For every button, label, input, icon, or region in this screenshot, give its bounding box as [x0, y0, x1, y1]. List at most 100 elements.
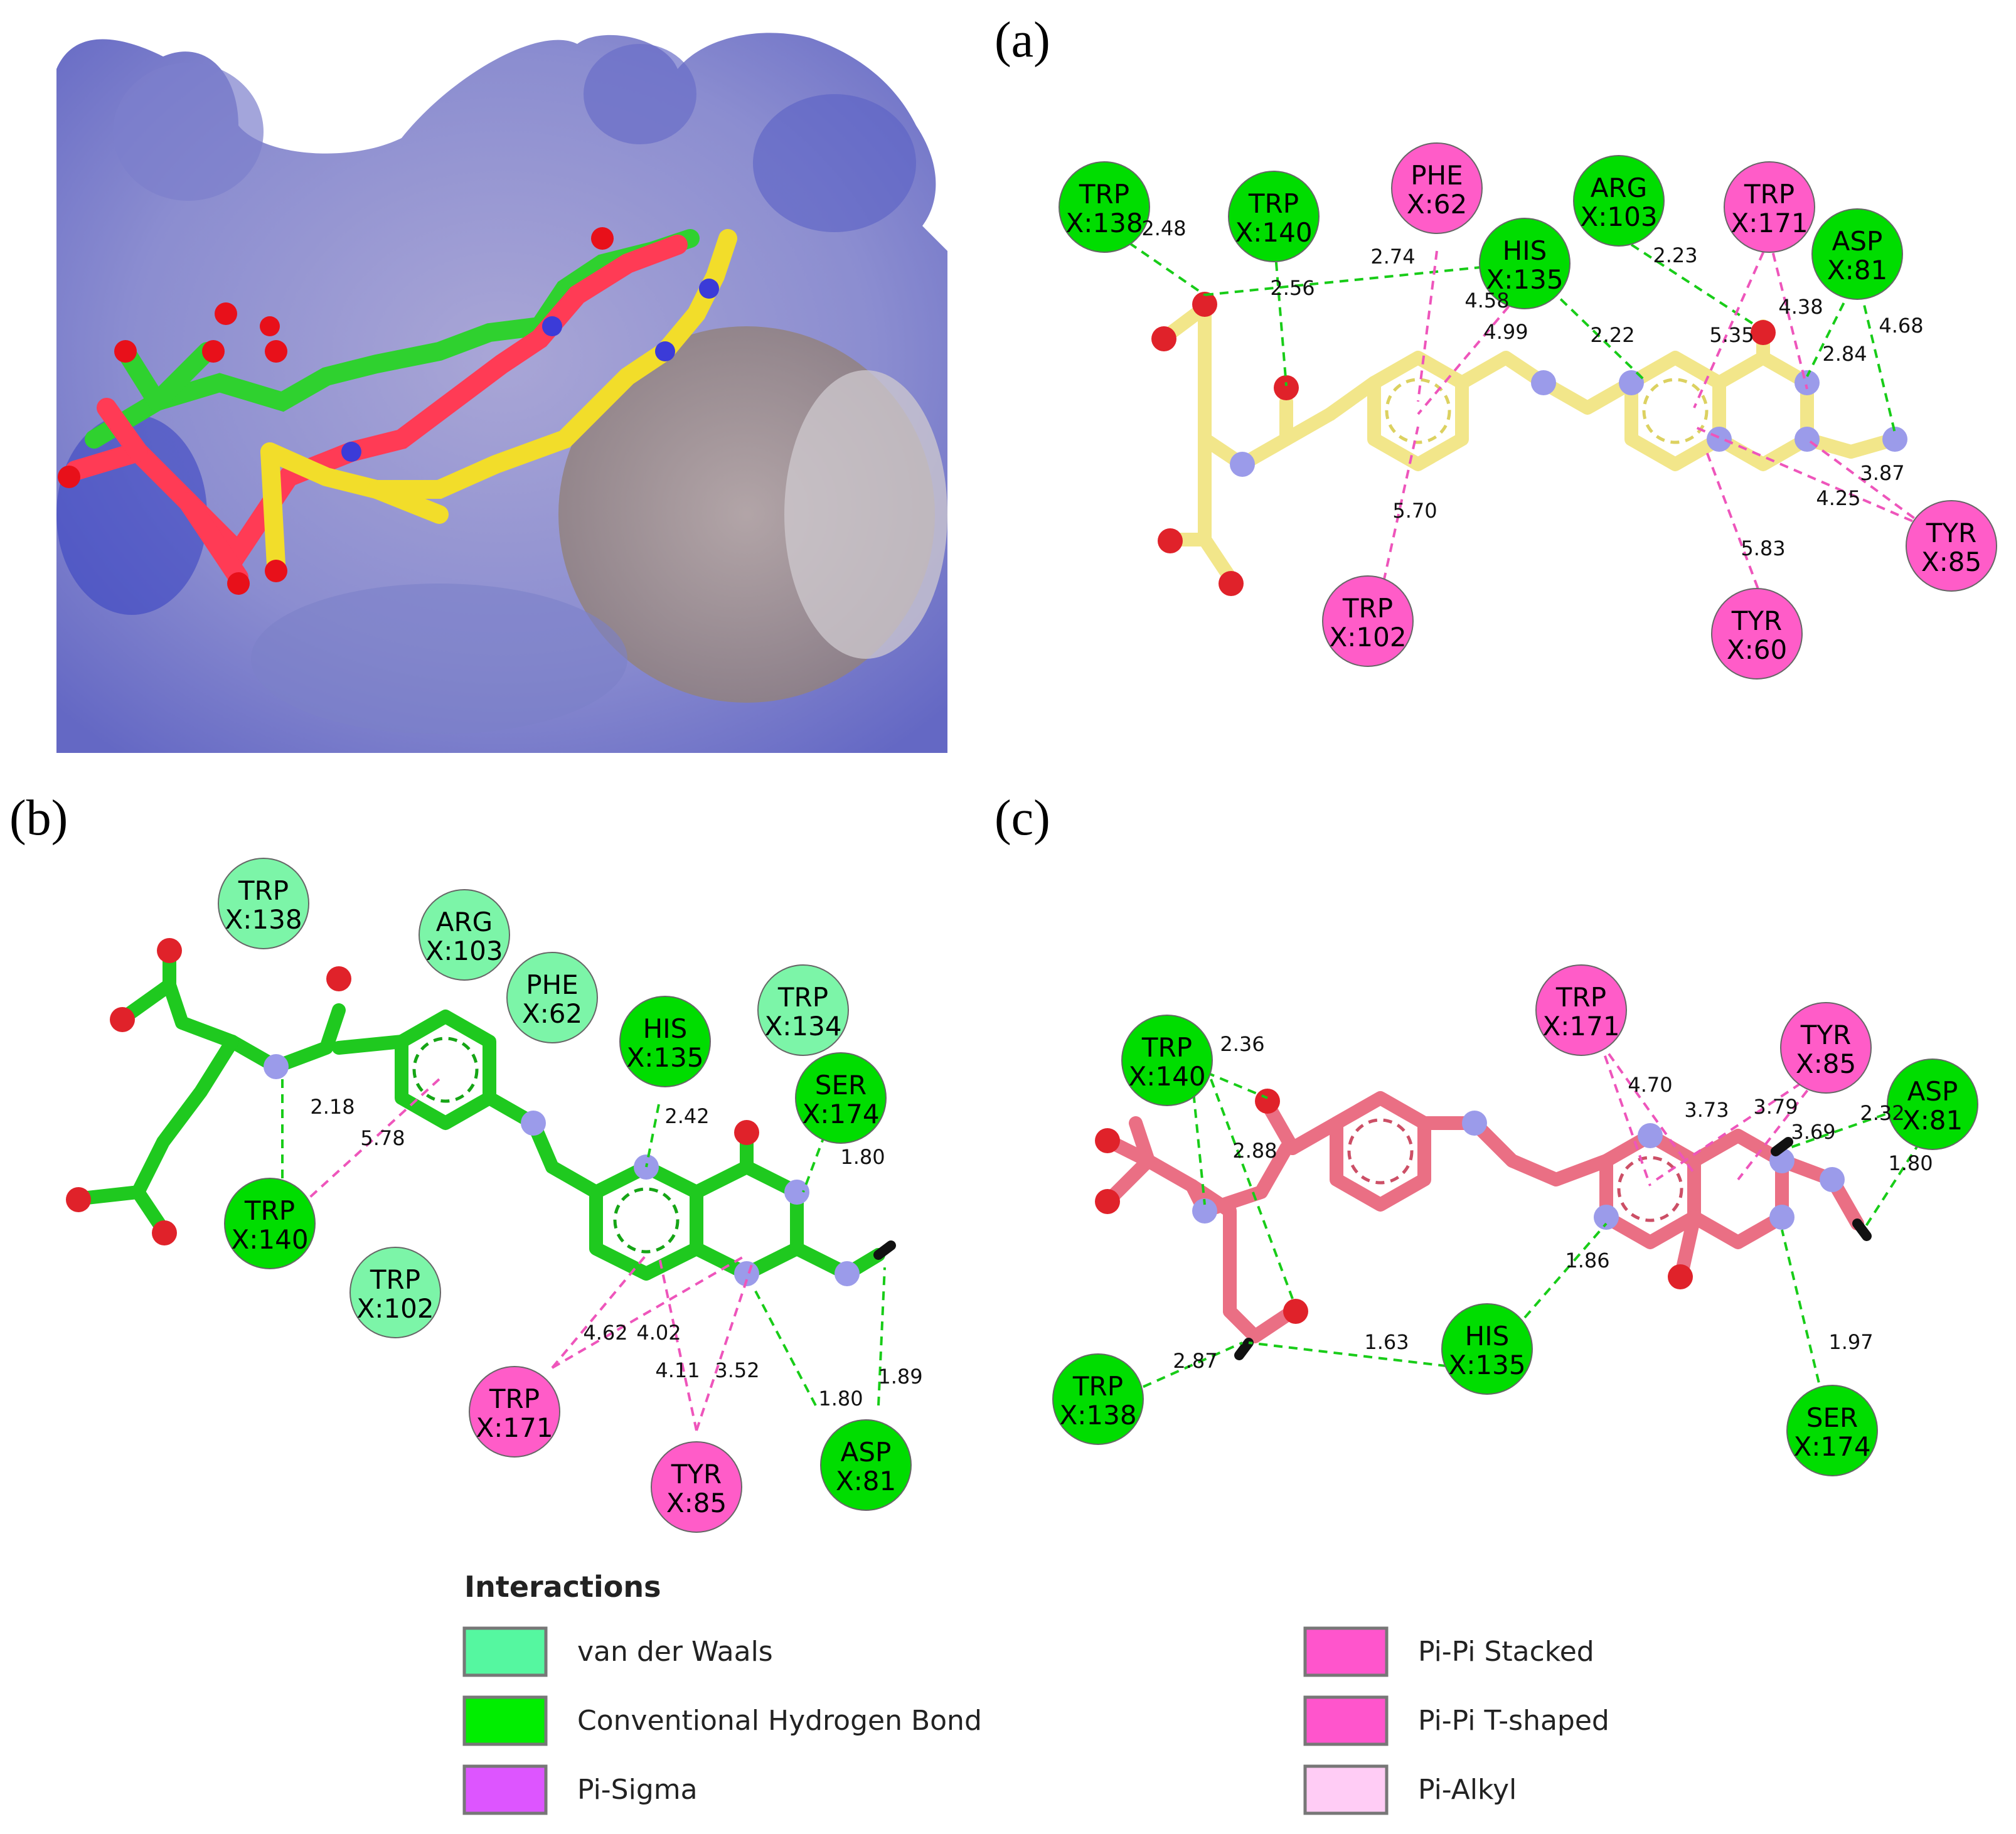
residue-circle: [1052, 1353, 1144, 1445]
residue-circle: [795, 1052, 887, 1144]
residue-number: X:62: [522, 998, 582, 1029]
residue-name: TYR: [1800, 1020, 1852, 1050]
residue-circle: [1391, 142, 1483, 234]
residue-name: TRP: [1072, 1371, 1123, 1402]
residue-circle: [506, 952, 598, 1043]
distance-label: 2.84: [1822, 342, 1867, 366]
residue-circle: [1811, 208, 1903, 300]
distance-label: 4.70: [1628, 1073, 1672, 1097]
residue-name: TRP: [1342, 593, 1393, 624]
legend-swatch: [462, 1764, 548, 1815]
distance-label: 4.11: [655, 1358, 700, 1382]
residue-number: X:171: [1731, 208, 1808, 238]
residue-circle: [1906, 500, 1997, 592]
residue-circle: [1786, 1385, 1878, 1476]
distance-label: 2.32: [1860, 1101, 1904, 1125]
residue-name: PHE: [1411, 160, 1463, 191]
residue-circle: [1479, 218, 1571, 309]
distance-label: 3.79: [1753, 1095, 1798, 1119]
residue-name: TYR: [1731, 605, 1783, 636]
legend-item-pi-alkyl: Pi-Alkyl: [1303, 1764, 1517, 1815]
legend-label: Conventional Hydrogen Bond: [577, 1705, 982, 1737]
residue-name: TRP: [244, 1195, 295, 1226]
distance-label: 1.80: [1888, 1151, 1933, 1175]
distance-label: 5.83: [1741, 536, 1785, 560]
residue-number: X:60: [1727, 634, 1787, 665]
residue-circle: [349, 1247, 441, 1338]
distance-label: 2.88: [1232, 1139, 1277, 1163]
residue-name: ASP: [841, 1437, 892, 1468]
distance-label: 2.23: [1653, 243, 1697, 267]
residue-name: HIS: [1503, 235, 1547, 266]
residue-number: X:138: [225, 904, 302, 935]
residue-circle: [820, 1419, 912, 1511]
distance-label: 1.86: [1565, 1249, 1609, 1272]
residue-name: ASP: [1907, 1076, 1958, 1107]
legend-swatch: [462, 1626, 548, 1677]
distance-label: 4.25: [1816, 486, 1860, 510]
interaction-lines-c: [1129, 1040, 1921, 1412]
residue-name: HIS: [1465, 1321, 1510, 1352]
residue-name: TRP: [1555, 982, 1606, 1013]
legend-item-van-der-waals: van der Waals: [462, 1626, 773, 1677]
residue-number: X:81: [1827, 255, 1887, 285]
panel-label-c: (c): [995, 791, 1050, 846]
residue-name: TRP: [1248, 188, 1299, 219]
residue-name: ARG: [436, 907, 493, 937]
residue-name: TRP: [489, 1383, 540, 1414]
residue-number: X:85: [666, 1488, 727, 1518]
residue-circle: [1535, 964, 1627, 1056]
panel-label-b: (b): [9, 791, 68, 846]
residue-circle: [419, 889, 510, 981]
residue-number: X:134: [764, 1011, 841, 1042]
legend-label: Pi-Sigma: [577, 1774, 698, 1806]
legend-swatch: [1303, 1764, 1389, 1815]
residue-circle: [651, 1441, 742, 1533]
residue-number: X:171: [476, 1412, 553, 1443]
residue-name: TRP: [1141, 1032, 1192, 1063]
distance-label: 1.80: [818, 1387, 863, 1410]
distance-label: 3.69: [1791, 1120, 1835, 1144]
residue-circle: [224, 1178, 316, 1269]
distance-label: 4.02: [636, 1321, 681, 1345]
distance-label: 2.42: [664, 1104, 709, 1128]
distance-label: 1.80: [840, 1145, 885, 1169]
residue-number: X:62: [1407, 189, 1467, 220]
residue-number: X:171: [1542, 1011, 1619, 1042]
residue-name: PHE: [526, 969, 578, 1000]
distance-label: 1.89: [878, 1365, 922, 1389]
residues-panel-a: TRPX:138TRPX:140PHEX:62HISX:135ARGX:103T…: [1059, 142, 1997, 680]
residue-number: X:140: [231, 1224, 308, 1255]
residue-circle: [1724, 161, 1815, 253]
residue-name: TRP: [777, 982, 828, 1013]
residue-name: HIS: [643, 1013, 688, 1044]
distance-label: 3.52: [715, 1358, 759, 1382]
legend-item-conventional-hydrogen-bond: Conventional Hydrogen Bond: [462, 1695, 982, 1746]
residue-circle: [1121, 1015, 1213, 1106]
residue-number: X:140: [1128, 1061, 1205, 1092]
residue-name: TRP: [370, 1264, 420, 1295]
residue-number: X:135: [1448, 1350, 1525, 1380]
legend-label: Pi-Pi Stacked: [1418, 1636, 1594, 1668]
residue-circle: [469, 1366, 560, 1458]
residue-name: TRP: [1079, 179, 1129, 210]
residue-circle: [1441, 1303, 1533, 1395]
residue-number: X:103: [425, 936, 503, 966]
residue-number: X:102: [356, 1293, 434, 1324]
